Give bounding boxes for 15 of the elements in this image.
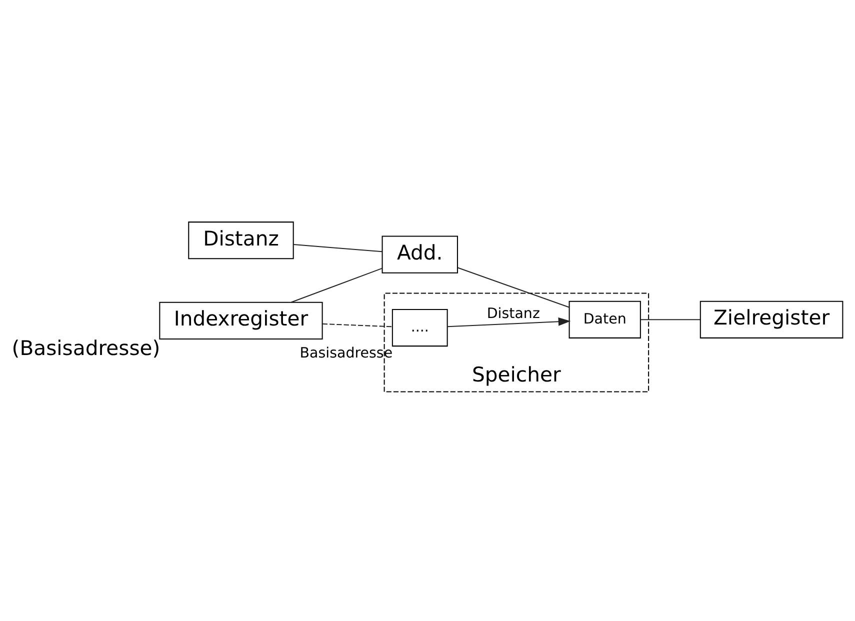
- node-box: Distanz: [188, 221, 294, 259]
- node-box: ....: [392, 308, 448, 346]
- node-box: Zielregister: [700, 300, 844, 338]
- node-box: Daten: [568, 300, 641, 338]
- connector: [291, 267, 382, 302]
- arrow: [447, 316, 571, 327]
- node-label: (Basisadresse): [12, 336, 160, 360]
- node-box: Add.: [382, 235, 458, 273]
- edge-label: Distanz: [486, 305, 540, 322]
- connector: [458, 266, 570, 308]
- connector: [640, 318, 700, 320]
- connector: [322, 322, 392, 327]
- connector: [294, 244, 382, 252]
- node-box: Indexregister: [159, 301, 323, 339]
- node-label: Basisadresse: [300, 344, 393, 361]
